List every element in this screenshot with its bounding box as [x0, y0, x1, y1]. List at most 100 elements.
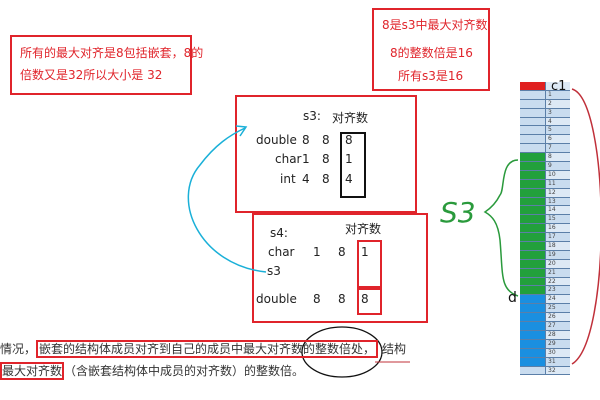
s3-cell: 4: [302, 172, 310, 186]
memory-cell: 11: [520, 179, 570, 189]
memory-offset: 9: [546, 162, 570, 170]
s3-cell: double: [256, 133, 297, 147]
s3-cell: char: [275, 152, 302, 166]
memory-cell-fill: [520, 348, 546, 357]
memory-offset: 5: [546, 126, 570, 135]
bottom-line2: 最大对齐数（含嵌套结构体中成员的对齐数）的整数倍。: [0, 362, 305, 380]
memory-cell-fill: [520, 277, 546, 286]
s3-align-highlight: [340, 132, 366, 198]
memory-cell-fill: [520, 135, 546, 144]
memory-cell-fill: [520, 99, 546, 108]
memory-cell-fill: [520, 224, 546, 233]
bottom-text: 情况，: [0, 342, 37, 356]
bottom-highlight: 最大对齐数: [0, 362, 65, 380]
memory-offset: 1: [546, 90, 570, 99]
s3-cell: 8: [302, 133, 310, 147]
memory-offset: 19: [546, 250, 570, 259]
memory-offset: 26: [546, 313, 570, 322]
memory-cell: 25: [520, 304, 570, 314]
bottom-text: 结构: [382, 342, 407, 356]
memory-offset: 23: [546, 286, 570, 295]
memory-cell-fill: [520, 357, 546, 366]
memory-cell: 7: [520, 144, 570, 154]
s3-cell: 4: [345, 172, 353, 186]
note-left-line1: 所有的最大对齐是8包括嵌套，8的: [20, 46, 204, 60]
memory-cell: 22: [520, 277, 570, 287]
memory-offset: 22: [546, 277, 570, 286]
s4-cell: 8: [361, 292, 369, 306]
memory-cell: 8: [520, 153, 570, 163]
memory-offset: 24: [546, 295, 570, 304]
memory-offset: 4: [546, 117, 570, 126]
memory-cell-fill: [520, 82, 546, 90]
s4-cell: double: [256, 292, 297, 306]
memory-offset: 17: [546, 233, 570, 242]
s4-cell: 1: [361, 245, 369, 259]
memory-offset: 18: [546, 242, 570, 250]
memory-offset: 28: [546, 330, 570, 339]
nested-arrow: [187, 127, 267, 273]
memory-cell-fill: [520, 313, 546, 322]
memory-offset: 16: [546, 224, 570, 233]
s4-cell: char: [268, 245, 295, 259]
memory-offset: 12: [546, 188, 570, 197]
memory-cell-fill: [520, 366, 546, 375]
memory-cell-fill: [520, 144, 546, 153]
memory-cell-fill: [520, 108, 546, 117]
s4-header: 对齐数: [345, 222, 382, 236]
memory-offset: 20: [546, 259, 570, 268]
memory-cell: 26: [520, 313, 570, 323]
memory-cell: 18: [520, 242, 570, 251]
memory-cell: 4: [520, 117, 570, 127]
memory-offset: 21: [546, 268, 570, 277]
note-right-box: [372, 8, 490, 91]
memory-cell: 28: [520, 330, 570, 340]
memory-cell-fill: [520, 90, 546, 99]
s3-brace: [483, 159, 519, 297]
memory-offset: 25: [546, 304, 570, 313]
memory-cell: 19: [520, 250, 570, 260]
c1-label: c1: [551, 79, 567, 94]
memory-cell: 31: [520, 357, 570, 367]
bottom-text: （含嵌套结构体中成员的对齐数）的整数倍。: [64, 364, 305, 378]
s3-cell: int: [280, 172, 296, 186]
memory-cell-fill: [520, 126, 546, 135]
memory-offset: 7: [546, 144, 570, 153]
memory-cell: 5: [520, 126, 570, 136]
memory-cell: 1: [520, 90, 570, 100]
memory-cell-fill: [520, 153, 546, 162]
memory-offset: 10: [546, 170, 570, 179]
bottom-highlight: 嵌套的结构体成员对齐到自己的成员中最大对齐数的整数倍处，: [36, 340, 379, 358]
memory-cell-fill: [520, 304, 546, 313]
memory-cell: 27: [520, 322, 570, 331]
s3-handwritten-label: S3: [440, 196, 476, 229]
memory-cell-fill: [520, 330, 546, 339]
memory-offset: [546, 82, 570, 90]
memory-offset: 31: [546, 357, 570, 366]
memory-cell: 6: [520, 135, 570, 145]
memory-cell-fill: [520, 322, 546, 330]
memory-cell-fill: [520, 295, 546, 304]
s4-align-highlight-1: [357, 240, 382, 288]
memory-cell-fill: [520, 233, 546, 242]
s4-cell: 8: [338, 292, 346, 306]
memory-cell-fill: [520, 117, 546, 126]
memory-offset: 27: [546, 322, 570, 330]
memory-cell-fill: [520, 197, 546, 206]
memory-cell: 14: [520, 206, 570, 216]
memory-cell-fill: [520, 242, 546, 250]
memory-offset: 8: [546, 153, 570, 162]
memory-cell: 20: [520, 259, 570, 269]
s3-cell: 8: [322, 133, 330, 147]
memory-cell-fill: [520, 268, 546, 277]
memory-offset: 30: [546, 348, 570, 357]
memory-cell-fill: [520, 188, 546, 197]
s4-box: [252, 213, 428, 323]
memory-cell: 30: [520, 348, 570, 358]
memory-cell-fill: [520, 179, 546, 188]
memory-cell: 17: [520, 233, 570, 243]
s4-cell: 8: [338, 245, 346, 259]
memory-offset: 13: [546, 197, 570, 206]
note-left-box: [10, 35, 192, 95]
